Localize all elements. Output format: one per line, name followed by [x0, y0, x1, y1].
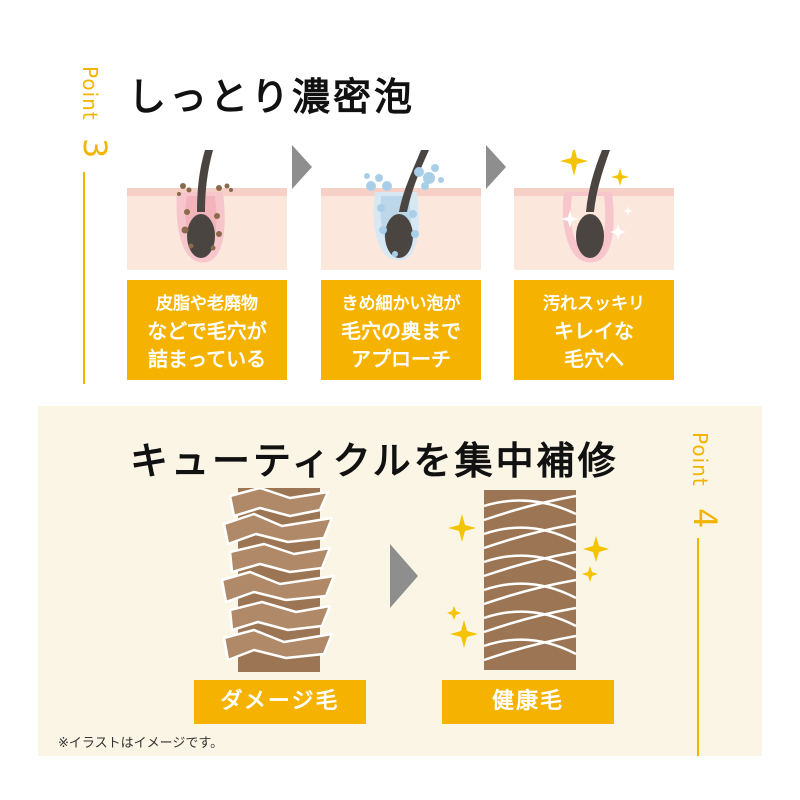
step-box-clogged: 皮脂や老廃物 などで毛穴が 詰まっている	[127, 280, 287, 380]
point4-number: 4	[686, 508, 724, 529]
healthy-hair-label: 健康毛	[442, 680, 614, 724]
skin-illustration-clean	[514, 150, 674, 270]
point4-word: Point	[688, 432, 712, 487]
point4-label: Point 4	[686, 432, 726, 542]
point4-title: キューティクルを集中補修	[130, 439, 619, 483]
point4-divider	[697, 538, 699, 756]
arrow-right-icon	[390, 544, 418, 608]
step-text-line: などで毛穴が	[147, 319, 267, 343]
point3-divider	[83, 172, 85, 384]
step-text-line: 皮脂や老廃物	[156, 294, 258, 314]
step-box-foam: きめ細かい泡が 毛穴の奥まで アプローチ	[321, 280, 481, 380]
step-box-clean: 汚れスッキリ キレイな 毛穴へ	[514, 280, 674, 380]
point3-label: Point 3	[72, 66, 114, 176]
skin-illustration-foam	[321, 150, 481, 270]
step-text-line: きめ細かい泡が	[341, 294, 461, 314]
step-text-line: 詰まっている	[147, 347, 267, 371]
arrow-right-icon	[292, 145, 312, 189]
point3-title: しっとり濃密泡	[128, 75, 416, 119]
skin-illustration-clogged	[127, 150, 287, 270]
step-text-line: 毛穴へ	[564, 347, 624, 371]
point3-word: Point	[78, 66, 102, 121]
arrow-right-icon	[486, 145, 506, 189]
step-text-line: 汚れスッキリ	[543, 294, 645, 314]
healthy-hair-illustration	[447, 490, 609, 670]
point3-number: 3	[76, 138, 114, 159]
step-text-line: 毛穴の奥まで	[341, 319, 461, 343]
damaged-hair-label: ダメージ毛	[194, 680, 366, 724]
damaged-hair-illustration	[220, 488, 336, 672]
illustration-note: ※イラストはイメージです。	[58, 736, 224, 751]
step-text-line: キレイな	[554, 319, 634, 343]
step-text-line: アプローチ	[351, 347, 451, 371]
